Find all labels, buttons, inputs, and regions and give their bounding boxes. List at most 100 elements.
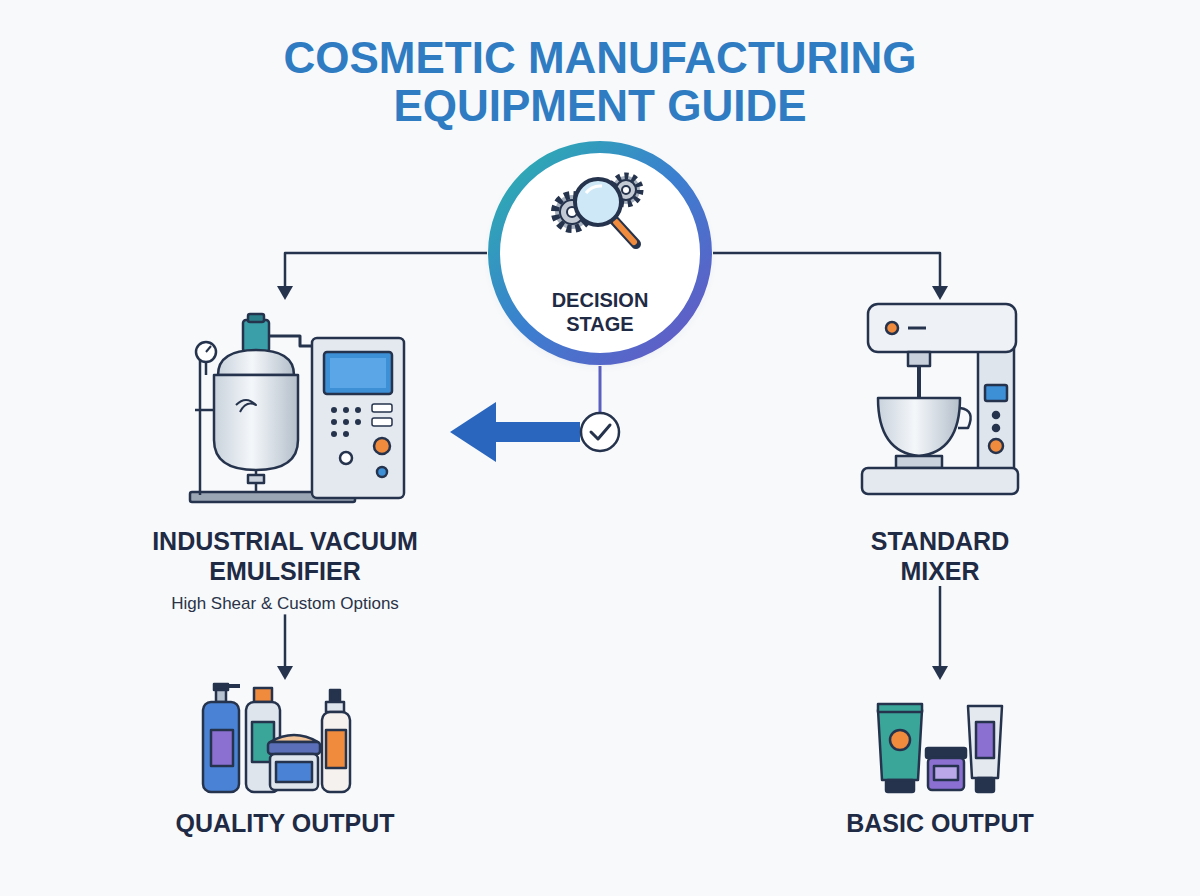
equipment-node: STANDARD MIXER: [840, 300, 1040, 586]
decision-ring-stroke: [494, 147, 706, 359]
mixer-illustration-part: [896, 456, 942, 468]
mixer-illustration-part: [917, 366, 921, 398]
connector-arrow: [713, 253, 940, 286]
quality-products-part: [228, 684, 240, 688]
emulsifier-illustration-part-part: [331, 407, 337, 413]
connector-line: [285, 253, 487, 286]
basic-products: [878, 704, 1002, 792]
quality-products-part: [254, 688, 272, 702]
emulsifier-illustration-part: [243, 320, 269, 352]
decision-disc: [494, 147, 706, 359]
quality-products-part: [211, 730, 233, 766]
emulsifier-illustration-part: [372, 418, 392, 426]
emulsifier-illustration-part: [196, 342, 216, 362]
mixer-illustration-part: [878, 398, 960, 456]
emulsifier-illustration-part: [330, 358, 386, 388]
decision-disc-part: [494, 147, 706, 359]
node-heading: INDUSTRIAL VACUUM EMULSIFIER: [120, 526, 450, 586]
emulsifier-illustration-part: [214, 375, 298, 470]
output-node: BASIC OUTPUT: [810, 680, 1070, 838]
quality-products-part: [270, 754, 318, 790]
gears-magnifier-icon: [555, 176, 640, 244]
quality-products-part: [326, 702, 344, 712]
basic-products-part: [878, 710, 922, 780]
emulsifier-illustration-part: [205, 362, 208, 375]
quality-products-part: [276, 762, 312, 782]
quality-products-part: [322, 712, 350, 792]
connector-arrow: [285, 614, 286, 666]
emulsifier-illustration-part-part: [331, 419, 337, 425]
emulsifier-illustration-part: [248, 314, 264, 322]
emulsifier-illustration-part: [331, 407, 361, 437]
gears-magnifier-icon-part: [616, 222, 634, 242]
diagram-title: COSMETIC MANUFACTURING EQUIPMENT GUIDE: [190, 34, 1010, 131]
output-node: QUALITY OUTPUT: [155, 680, 415, 838]
emulsifier-illustration-part: [377, 467, 387, 477]
mixer-illustration-part: [993, 412, 999, 418]
mixer-illustration-part: [868, 304, 1016, 352]
emulsifier-illustration-part: [218, 350, 294, 375]
basic-products-part: [890, 730, 910, 750]
basic-products-part: [968, 706, 1002, 778]
emulsifier-illustration-part: [312, 338, 404, 498]
emulsifier-illustration-part: [199, 360, 202, 495]
emulsifier-illustration-part: [324, 352, 392, 394]
gears-magnifier-icon-part: [586, 186, 602, 193]
node-subtitle: High Shear & Custom Options: [120, 594, 450, 614]
emulsifier-illustration-part: [374, 438, 390, 454]
mixer-illustration-part: [985, 385, 1007, 401]
mixer-illustration-part: [908, 327, 926, 330]
emulsifier-illustration-part: [372, 404, 392, 412]
mixer-illustration-part: [862, 468, 1018, 494]
emulsifier-illustration-part-part: [343, 431, 349, 437]
mixer-illustration-part: [993, 425, 999, 431]
emulsifier-illustration-part: [206, 346, 211, 352]
emulsifier-illustration-part-part: [331, 431, 337, 437]
connector-arrow: [285, 253, 487, 286]
quality-products-part: [330, 690, 340, 702]
check-circle-part: [581, 413, 619, 451]
connector-arrow: [940, 586, 941, 666]
connector-line: [939, 586, 942, 666]
mixer-illustration: [862, 304, 1018, 494]
decision-circle: DECISION STAGE: [487, 140, 713, 366]
basic-products-part: [976, 778, 994, 792]
quality-products-part: [326, 730, 346, 768]
check-circle: [581, 413, 619, 451]
emulsifier-illustration: [190, 314, 404, 502]
node-heading: STANDARD MIXER: [840, 526, 1040, 586]
quality-products-part: [216, 690, 226, 702]
connector-line: [713, 253, 940, 286]
node-heading: DECISION STAGE: [525, 288, 675, 336]
basic-products-part: [926, 748, 966, 758]
emulsifier-illustration-part-part: [355, 407, 361, 413]
emulsifier-illustration-part: [340, 452, 352, 464]
selection-arrow: [496, 422, 580, 442]
quality-products: [203, 684, 350, 792]
emulsifier-illustration-part: [269, 336, 312, 346]
mixer-illustration-part: [908, 352, 930, 366]
node-heading: QUALITY OUTPUT: [155, 808, 415, 838]
gears-magnifier-icon-part: [614, 220, 636, 244]
quality-products-part: [268, 742, 320, 754]
mixer-illustration-part: [886, 322, 898, 334]
emulsifier-illustration-part: [236, 400, 256, 412]
mixer-illustration-part: [958, 408, 971, 428]
gears-magnifier-icon-part: [575, 179, 621, 225]
basic-products-part: [934, 766, 958, 780]
basic-products-part: [928, 758, 964, 790]
emulsifier-illustration-part: [195, 409, 215, 412]
quality-products-part: [203, 702, 239, 792]
node-heading: BASIC OUTPUT: [810, 808, 1070, 838]
basic-products-part: [886, 780, 914, 792]
mixer-illustration-part: [989, 439, 1003, 453]
check-circle-part: [591, 425, 610, 439]
emulsifier-illustration-part: [248, 475, 264, 483]
emulsifier-illustration-part-part: [343, 407, 349, 413]
basic-products-part: [878, 704, 922, 712]
emulsifier-illustration-part-part: [343, 419, 349, 425]
gears-magnifier-icon-part: [622, 186, 630, 194]
basic-products-part: [976, 722, 994, 758]
